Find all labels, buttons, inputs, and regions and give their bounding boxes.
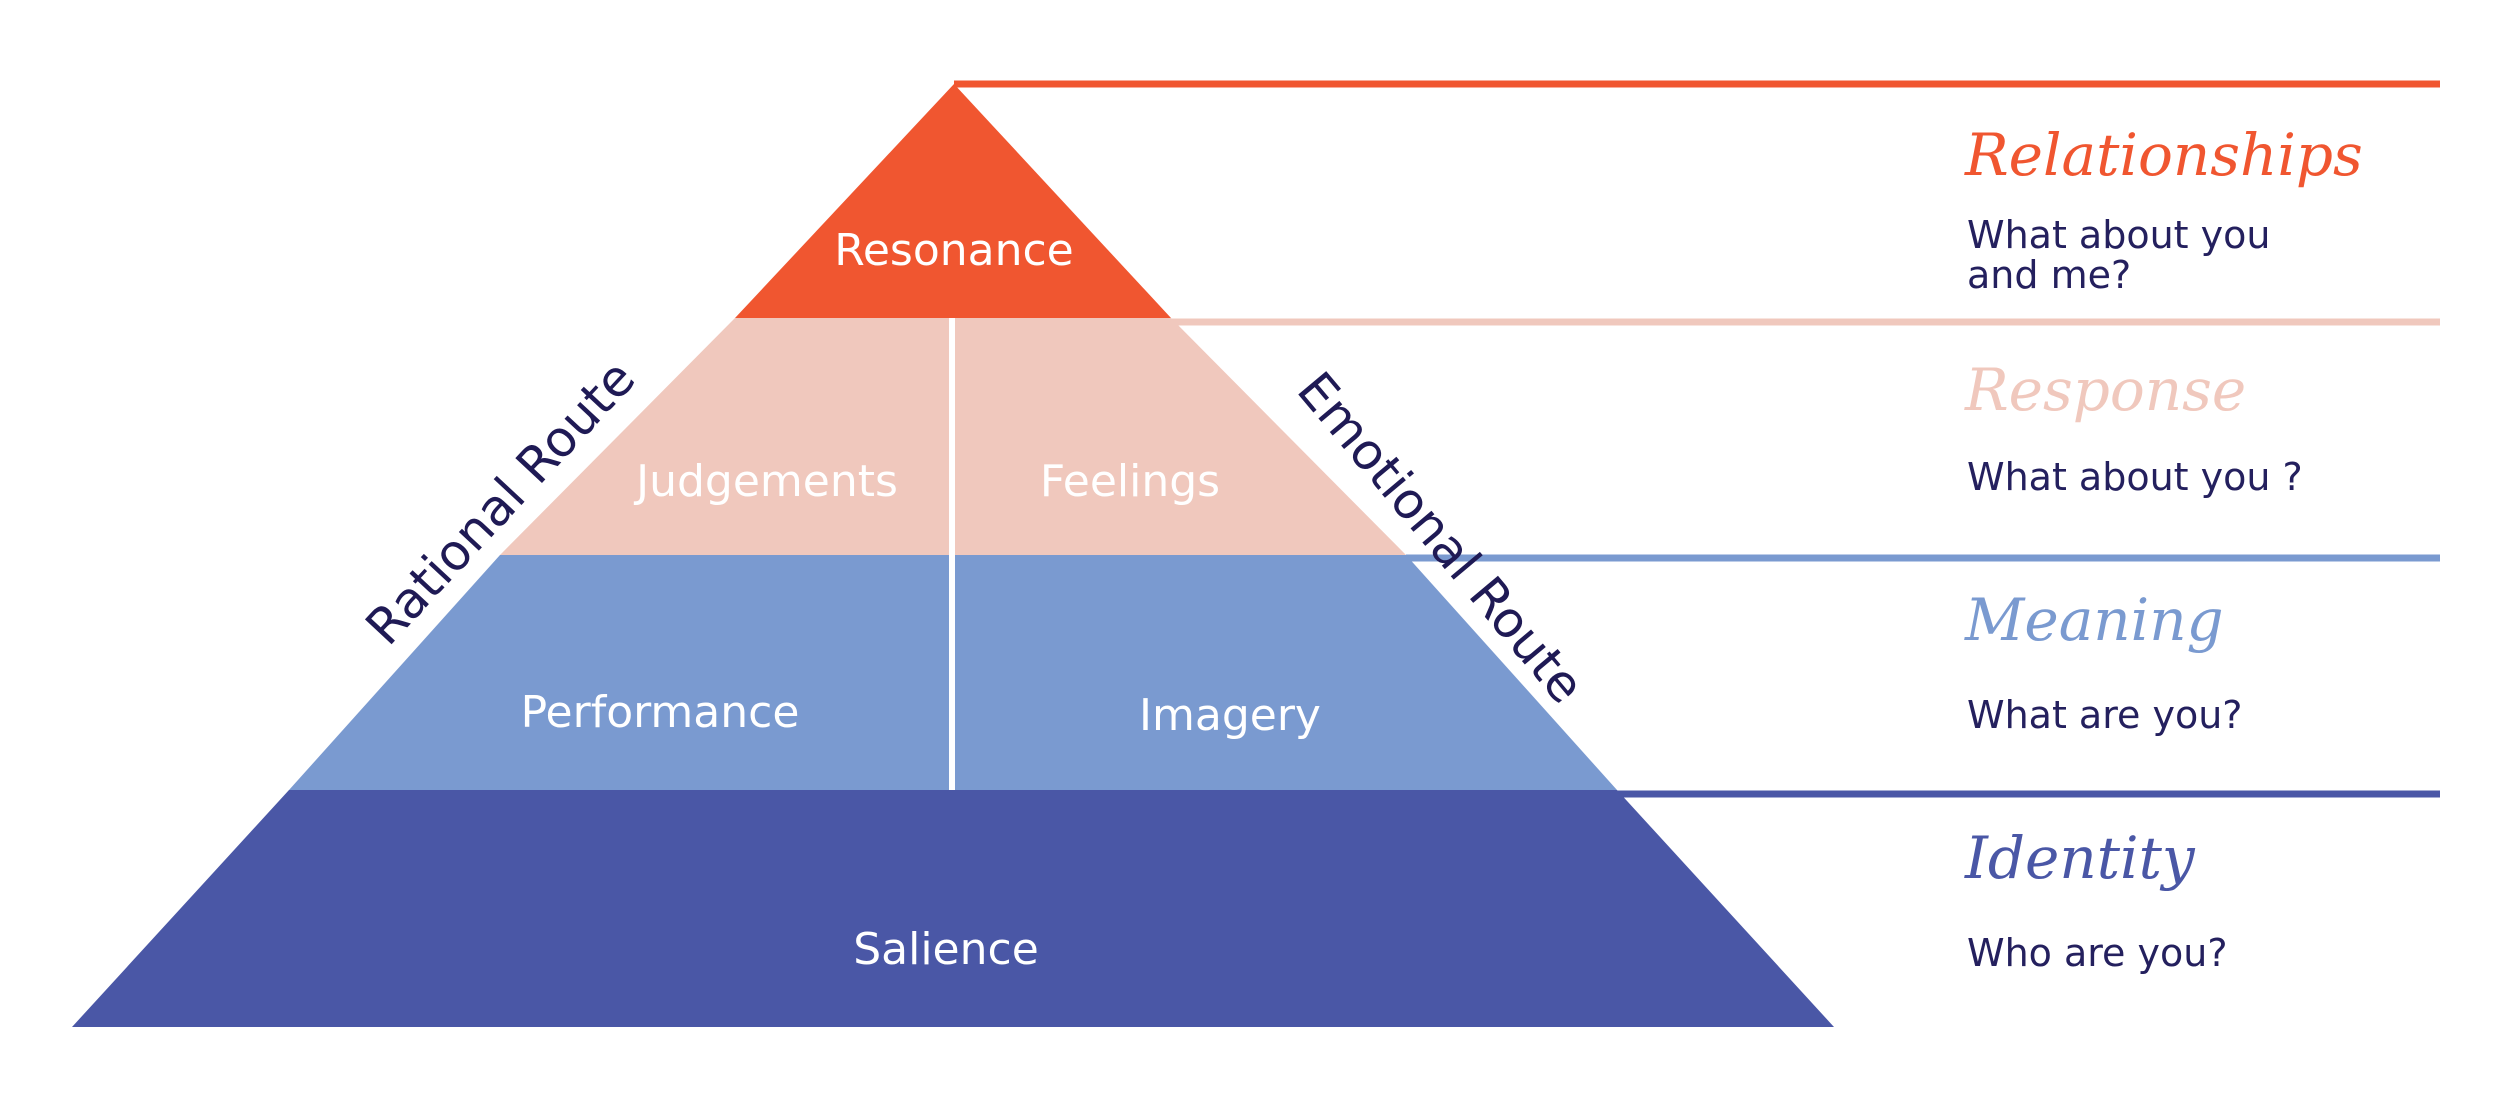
label-salience: Salience	[853, 924, 1039, 975]
title-meaning: Meaning	[1964, 586, 2224, 654]
question-relationships-line1: What about you	[1967, 213, 2270, 257]
question-response: What about you ?	[1967, 455, 2303, 499]
title-identity: Identity	[1964, 824, 2196, 892]
label-imagery: Imagery	[1139, 690, 1321, 741]
title-relationships: Relationships	[1964, 121, 2363, 189]
question-identity: Who are you?	[1967, 931, 2228, 975]
label-judgements: Judgements	[633, 456, 898, 507]
question-relationships-line2: and me?	[1967, 253, 2131, 297]
tier-resonance	[735, 84, 1171, 318]
label-feelings: Feelings	[1040, 456, 1220, 507]
title-response: Response	[1964, 356, 2246, 424]
tier-identity	[72, 790, 1834, 1027]
label-performance: Performance	[521, 687, 800, 738]
label-resonance: Resonance	[834, 225, 1074, 276]
question-meaning: What are you?	[1967, 693, 2242, 737]
